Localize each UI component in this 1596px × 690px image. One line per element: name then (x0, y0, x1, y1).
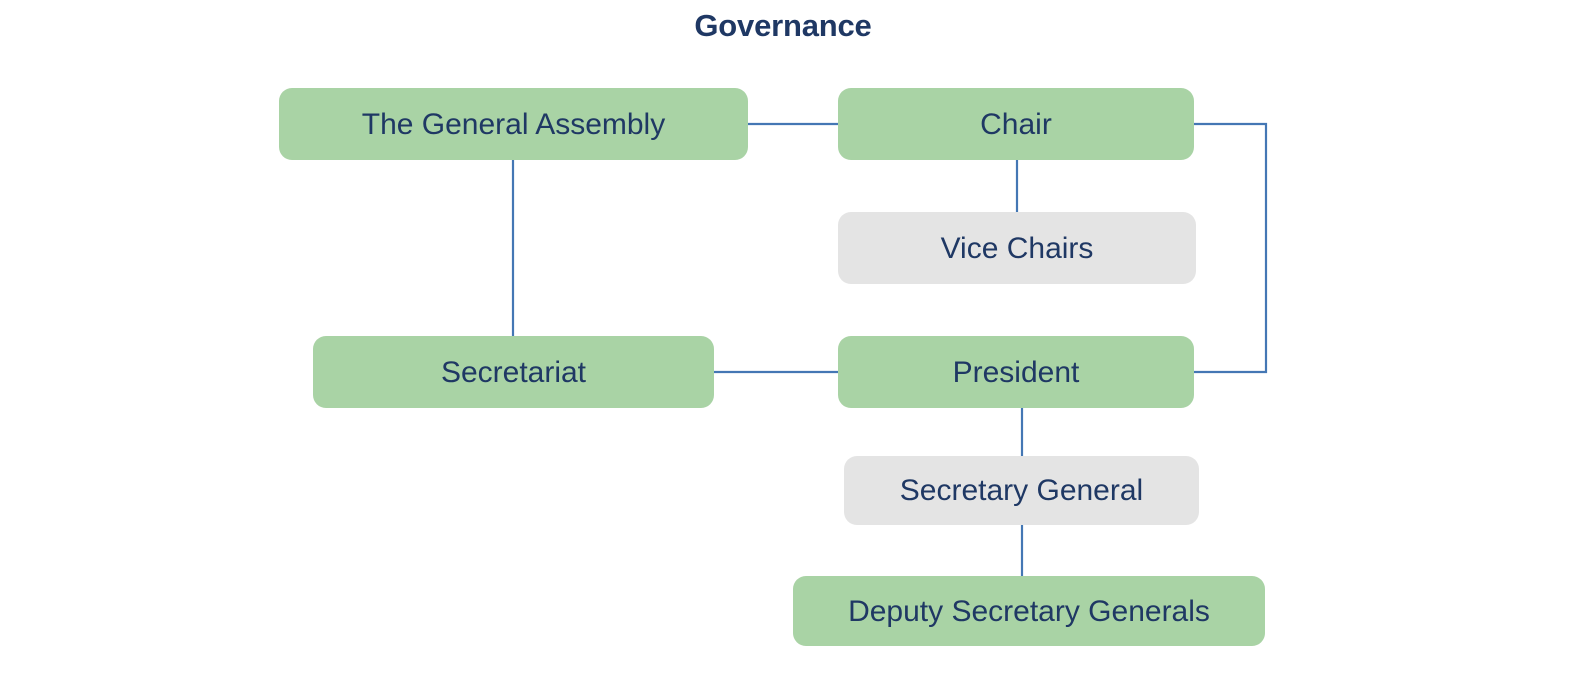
page-title: Governance (694, 8, 872, 43)
node-secretariat[interactable]: Secretariat (313, 336, 714, 408)
edge-chair-to-president (1194, 122, 1268, 374)
node-secretary-general[interactable]: Secretary General (844, 456, 1199, 525)
node-label-secretariat: Secretariat (440, 355, 587, 389)
node-chair[interactable]: Chair (838, 88, 1194, 160)
node-label-president: President (952, 355, 1080, 389)
node-label-deputy-secretary-generals: Deputy Secretary Generals (848, 594, 1210, 628)
node-label-secretary-general: Secretary General (899, 474, 1144, 507)
node-label-general-assembly: The General Assembly (361, 107, 666, 141)
node-general-assembly[interactable]: The General Assembly (279, 88, 748, 160)
node-label-chair: Chair (980, 107, 1052, 141)
node-president[interactable]: President (838, 336, 1194, 408)
node-label-vice-chairs: Vice Chairs (940, 231, 1094, 265)
node-vice-chairs[interactable]: Vice Chairs (838, 212, 1196, 284)
node-deputy-secretary-generals[interactable]: Deputy Secretary Generals (793, 576, 1265, 646)
